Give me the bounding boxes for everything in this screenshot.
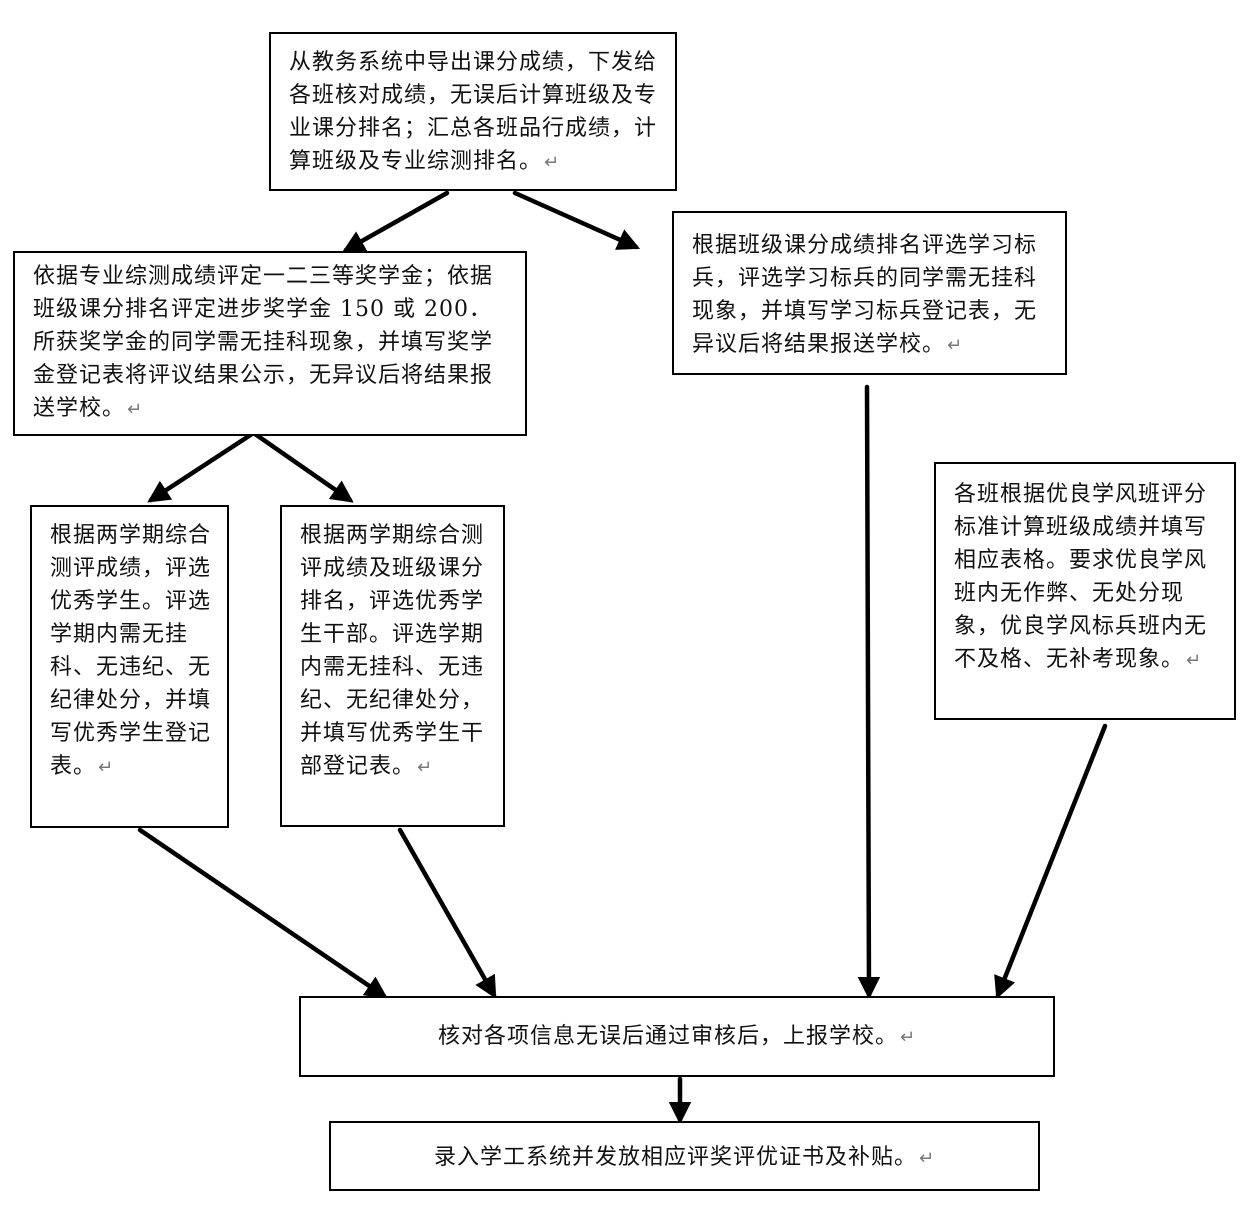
box-good-style-class-text: 各班根据优良学风班评分标准计算班级成绩并填写相应表格。要求优良学风班内无作弊、无…	[954, 482, 1208, 672]
arrow-export-to-study-model	[512, 190, 641, 250]
box-excellent-student-text: 根据两学期综合测评成绩，评选优秀学生。评选学期内需无挂科、无违纪、无纪律处分，并…	[50, 523, 212, 779]
box-export-scores: 从教务系统中导出课分成绩，下发给各班核对成绩，无误后计算班级及专业课分排名；汇总…	[269, 32, 677, 191]
return-icon: ↵	[918, 1148, 936, 1169]
arrow-scholarship-to-student	[147, 431, 255, 503]
return-icon: ↵	[127, 399, 144, 420]
return-icon: ↵	[544, 152, 561, 173]
box-excellent-student: 根据两学期综合测评成绩，评选优秀学生。评选学期内需无挂科、无违纪、无纪律处分，并…	[30, 505, 229, 828]
return-icon: ↵	[1186, 650, 1203, 671]
box-study-model-text: 根据班级课分成绩排名评选学习标兵，评选学习标兵的同学需无挂科现象，并填写学习标兵…	[692, 233, 1038, 357]
arrow-study-model-to-verify	[857, 384, 881, 1000]
box-verify-report: 核对各项信息无误后通过审核后，上报学校。↵	[299, 996, 1055, 1077]
arrow-student-to-verify	[137, 827, 388, 999]
box-scholarship-text: 依据专业综测成绩评定一二三等奖学金；依据班级课分排名评定进步奖学金 150 或 …	[33, 264, 494, 421]
return-icon: ↵	[98, 757, 115, 778]
box-scholarship: 依据专业综测成绩评定一二三等奖学金；依据班级课分排名评定进步奖学金 150 或 …	[13, 251, 527, 436]
box-enter-system-text: 录入学工系统并发放相应评奖评优证书及补贴。	[433, 1145, 917, 1170]
arrow-style-class-to-verify	[994, 723, 1108, 1000]
box-verify-report-text: 核对各项信息无误后通过审核后，上报学校。	[437, 1024, 898, 1049]
box-export-scores-text: 从教务系统中导出课分成绩，下发给各班核对成绩，无误后计算班级及专业课分排名；汇总…	[289, 50, 658, 174]
arrow-scholarship-to-cadre	[252, 431, 354, 503]
return-icon: ↵	[947, 335, 964, 356]
box-excellent-cadre: 根据两学期综合测评成绩及班级课分排名，评选优秀学生干部。评选学期内需无挂科、无违…	[280, 505, 505, 827]
box-good-style-class: 各班根据优良学风班评分标准计算班级成绩并填写相应表格。要求优良学风班内无作弊、无…	[934, 462, 1236, 720]
box-enter-system: 录入学工系统并发放相应评奖评优证书及补贴。↵	[329, 1121, 1040, 1191]
return-icon: ↵	[899, 1027, 917, 1048]
box-study-model: 根据班级课分成绩排名评选学习标兵，评选学习标兵的同学需无挂科现象，并填写学习标兵…	[672, 211, 1067, 375]
arrow-export-to-scholarship	[342, 190, 450, 253]
box-excellent-cadre-text: 根据两学期综合测评成绩及班级课分排名，评选优秀学生干部。评选学期内需无挂科、无违…	[300, 523, 485, 779]
arrow-cadre-to-verify	[397, 827, 497, 999]
return-icon: ↵	[417, 757, 434, 778]
